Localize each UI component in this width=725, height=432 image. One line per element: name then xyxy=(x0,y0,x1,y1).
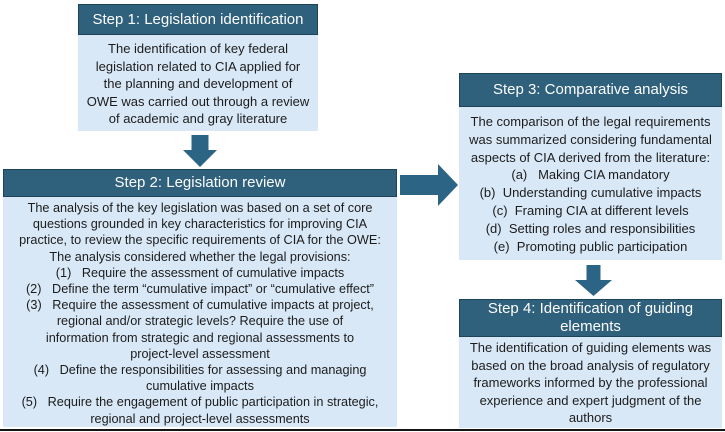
arrow-down-icon xyxy=(575,265,612,296)
body-line: based on the broad analysis of regulator… xyxy=(471,357,710,373)
step4-box: Step 4: Identification of guiding elemen… xyxy=(459,299,722,428)
step1-body: The identification of key federal legisl… xyxy=(78,35,318,131)
body-line: (1) Require the assessment of cumulative… xyxy=(55,265,345,280)
body-line: of academic and gray literature xyxy=(108,111,288,127)
step2-box: Step 2: Legislation review The analysis … xyxy=(3,169,397,427)
body-line: (4) Define the responsibilities for asse… xyxy=(33,363,367,378)
step1-header: Step 1: Legislation identification xyxy=(78,4,318,35)
body-line: The comparison of the legal requirements xyxy=(470,114,711,129)
step3-header: Step 3: Comparative analysis xyxy=(459,73,722,107)
body-line: (e) Promoting public participation xyxy=(493,238,688,254)
body-line: regional and project-level assessments xyxy=(90,411,310,426)
step2-header: Step 2: Legislation review xyxy=(3,169,397,197)
body-line: was summarized considering fundamental xyxy=(469,131,712,147)
body-line: (2) Define the term “cumulative impact” … xyxy=(25,282,375,297)
body-line: cumulative impacts xyxy=(146,379,254,394)
body-line: (5) Require the engagement of public par… xyxy=(21,395,379,410)
body-line: practice, to review the specific require… xyxy=(19,233,381,248)
body-line: experience and expert judgment of the xyxy=(479,392,702,408)
body-line: (c) Framing CIA at different levels xyxy=(492,202,689,218)
body-line: frameworks informed by the professional xyxy=(473,375,708,391)
body-line: legislation related to CIA applied for xyxy=(95,58,301,74)
body-line: (b) Understanding cumulative impacts xyxy=(479,185,702,201)
step4-body: The identification of guiding elements w… xyxy=(459,337,722,428)
body-line: questions grounded in key characteristic… xyxy=(32,217,368,232)
step4-header: Step 4: Identification of guiding elemen… xyxy=(459,299,722,337)
body-line: (d) Setting roles and responsibilities xyxy=(485,220,696,236)
step2-body: The analysis of the key legislation was … xyxy=(3,197,397,427)
step1-box: Step 1: Legislation identification The i… xyxy=(78,4,318,131)
step3-body: The comparison of the legal requirements… xyxy=(459,107,722,260)
arrow-right-icon xyxy=(400,164,458,206)
body-line: The identification of guiding elements w… xyxy=(469,340,712,355)
body-line: information from strategic and regional … xyxy=(45,330,355,345)
arrow-down-icon xyxy=(183,135,217,167)
body-line: (3) Require the assessment of cumulative… xyxy=(26,298,374,313)
body-line: regional and/or strategic levels? Requir… xyxy=(56,314,344,329)
body-line: The analysis considered whether the lega… xyxy=(49,249,351,264)
body-line: aspects of CIA derived from the literatu… xyxy=(470,149,711,165)
body-line: (a) Making CIA mandatory xyxy=(511,167,670,183)
body-line: OWE was carried out through a review xyxy=(86,93,310,109)
body-line: The analysis of the key legislation was … xyxy=(27,201,373,215)
body-line: The identification of key federal xyxy=(108,41,288,56)
body-line: the planning and development of xyxy=(103,76,293,92)
body-line: project-level assessment xyxy=(130,346,270,361)
body-line: authors xyxy=(568,410,613,426)
step3-box: Step 3: Comparative analysis The compari… xyxy=(459,73,722,260)
figure-bottom-rule xyxy=(0,429,725,431)
